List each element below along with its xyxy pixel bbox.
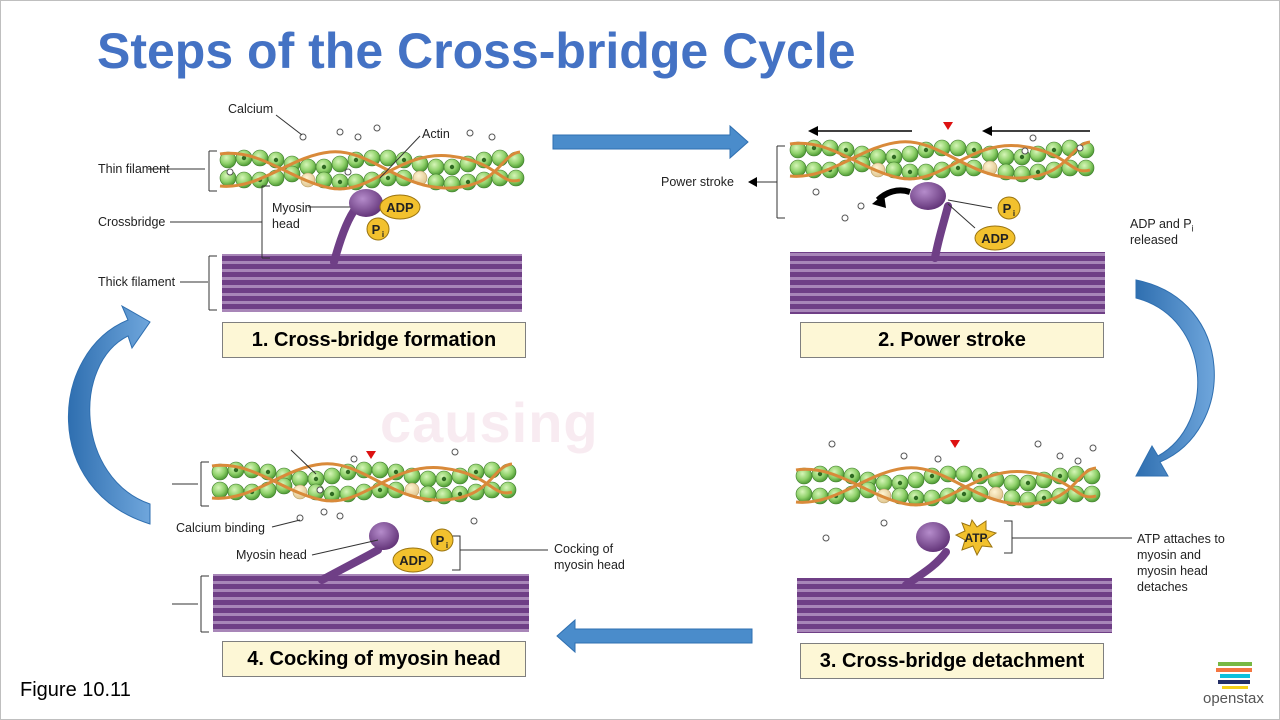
- label-crossbridge: Crossbridge: [98, 215, 166, 229]
- label-adp-pi-sub: i: [1191, 223, 1194, 234]
- openstax-logo-icon: [1216, 662, 1252, 689]
- myosin-head-4: [369, 522, 399, 550]
- arrow-step1-to-step2: [552, 124, 749, 160]
- label-myosin-head-line1: Myosin: [272, 201, 312, 215]
- myosin-head-1: [349, 189, 383, 217]
- actin-filament-2: [788, 138, 1096, 184]
- pi-text-2: P: [1003, 201, 1012, 216]
- label-thin-filament: Thin filament: [98, 162, 170, 176]
- panel-1-artwork: [148, 114, 526, 312]
- adp-text-2: ADP: [981, 231, 1009, 246]
- actin-filament-4: [210, 460, 518, 506]
- label-actin: Actin: [422, 127, 450, 141]
- label-cocking-2: myosin head: [554, 558, 625, 572]
- thick-filament-2: [790, 252, 1105, 314]
- figure-reference: Figure 10.11: [20, 679, 131, 701]
- panel-3-artwork: [794, 440, 1132, 633]
- openstax-logo-text: openstax: [1203, 690, 1264, 707]
- thick-filament-1: [222, 254, 522, 312]
- label-thick-filament: Thick filament: [98, 275, 176, 289]
- pi-text-4: P: [436, 533, 445, 548]
- label-atp-attaches-2: myosin and: [1137, 548, 1201, 562]
- actin-filament-3: [794, 464, 1102, 510]
- caption-step-2: 2. Power stroke: [800, 322, 1104, 358]
- caption-step-1: 1. Cross-bridge formation: [222, 322, 526, 358]
- label-atp-attaches-4: detaches: [1137, 580, 1188, 594]
- thick-filament-4: [213, 574, 529, 632]
- thick-filament-3: [797, 578, 1112, 633]
- label-adp-pi-text: ADP and P: [1130, 217, 1192, 231]
- atp-text: ATP: [964, 531, 987, 545]
- label-myosin-head-4: Myosin head: [236, 548, 307, 562]
- arrow-step4-to-step1: [67, 304, 151, 525]
- caption-step-3: 3. Cross-bridge detachment: [800, 643, 1104, 679]
- label-calcium: Calcium: [228, 102, 274, 116]
- pi-text-1: P: [372, 222, 381, 237]
- panel-2-artwork: [748, 122, 1105, 314]
- panel-4-artwork: [172, 448, 548, 633]
- label-atp-attaches-1: ATP attaches to: [1137, 532, 1225, 546]
- myosin-head-2: [910, 182, 946, 210]
- watermark: causing: [380, 391, 599, 454]
- label-adp-pi-released: ADP and Pi: [1130, 216, 1194, 237]
- arrow-step3-to-step4: [556, 618, 753, 654]
- label-calcium-binding: Calcium binding: [176, 521, 265, 535]
- label-power-stroke: Power stroke: [661, 175, 734, 189]
- molecules: [366, 194, 1021, 573]
- pi-sub-4: i: [446, 541, 448, 550]
- slide-title: Steps of the Cross-bridge Cycle: [97, 23, 856, 79]
- myosin-neck-1: [330, 204, 360, 266]
- label-cocking-1: Cocking of: [554, 542, 614, 556]
- pi-sub-2: i: [1013, 209, 1015, 218]
- myosin-head-3: [916, 522, 950, 552]
- arrow-step2-to-step3: [1135, 279, 1215, 477]
- caption-step-4: 4. Cocking of myosin head: [222, 641, 526, 677]
- label-atp-attaches-3: myosin head: [1137, 564, 1208, 578]
- label-myosin-head-line2: head: [272, 217, 300, 231]
- adp-text-1: ADP: [386, 200, 414, 215]
- atp-star: [954, 518, 998, 557]
- adp-text-4: ADP: [399, 553, 427, 568]
- pi-sub-1: i: [382, 230, 384, 239]
- label-released: released: [1130, 233, 1178, 247]
- cycle-arrows: [67, 124, 1215, 654]
